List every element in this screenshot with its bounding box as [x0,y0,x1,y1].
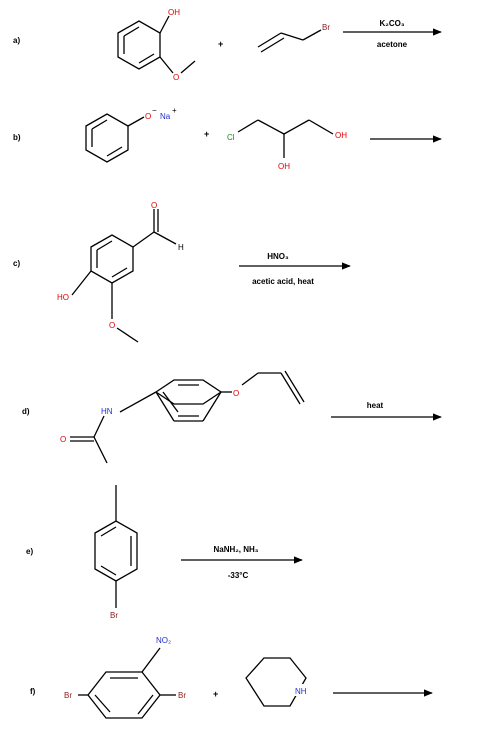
reaction-label: b) [13,133,21,142]
atom-o-carbonyl: O [60,435,66,444]
dibromonitrobenzene-structure [78,647,176,719]
sodium-phenoxide-structure [85,113,145,163]
reaction-label: d) [22,407,30,416]
atom-o: O [173,73,179,82]
reagent-above: NaNH₂, NH₃ [213,545,258,554]
reaction-d: d) HN O O heat [22,370,442,464]
reaction-label: a) [13,36,20,45]
reagent-below: acetone [377,40,408,49]
atom-oh-bottom: OH [278,162,290,171]
atom-no2: NO₂ [156,636,171,645]
plus-sign: + [204,129,209,139]
bromotoluene-structure [94,485,138,608]
reagent-below: acetic acid, heat [252,277,314,286]
atom-br-right: Br [178,691,186,700]
reaction-f: f) NO₂ Br Br + NH [30,636,433,719]
atom-o-methoxy: O [109,321,115,330]
piperidine-structure [245,657,307,707]
plus-sign: + [213,689,218,699]
guaiacol-structure [117,15,196,74]
reaction-c: c) O H HO O HNO₃ acetic acid, heat [13,201,351,343]
atom-br: Br [110,611,118,620]
atom-oh-right: OH [335,131,347,140]
allyloxy-acetanilide-structure [70,370,305,464]
atom-ho: HO [57,293,69,302]
atom-br-left: Br [64,691,72,700]
atom-br: Br [322,23,330,32]
plus-sign: + [218,39,223,49]
reaction-b: b) O − Na + + Cl OH OH [13,106,442,171]
reaction-label: c) [13,259,20,268]
reagent-above: K₂CO₃ [379,19,404,28]
reagent-above: HNO₃ [267,252,289,261]
reaction-label: f) [30,687,36,696]
reagent-below: -33°C [228,571,249,580]
allyl-bromide-structure [257,29,322,53]
atom-nh: NH [295,687,307,696]
atom-cl: Cl [227,133,235,142]
atom-na: Na [160,112,171,121]
atom-oh: OH [168,8,180,17]
atom-o: O [145,112,151,121]
atom-o-carbonyl: O [151,201,157,210]
reaction-e: e) Br NaNH₂, NH₃ -33°C [26,485,303,620]
reaction-a: a) OH O + Br K₂CO₃ acetone [13,8,442,82]
chloropropanediol-structure [237,119,334,158]
reagent-above: heat [367,401,384,410]
atom-hn: HN [101,407,113,416]
vanillin-structure [71,209,177,343]
reaction-label: e) [26,547,33,556]
atom-o-ether: O [233,389,239,398]
charge-plus: + [172,106,177,115]
nh-label-bg [292,684,312,696]
charge-minus: − [152,106,157,115]
atom-h: H [178,243,184,252]
